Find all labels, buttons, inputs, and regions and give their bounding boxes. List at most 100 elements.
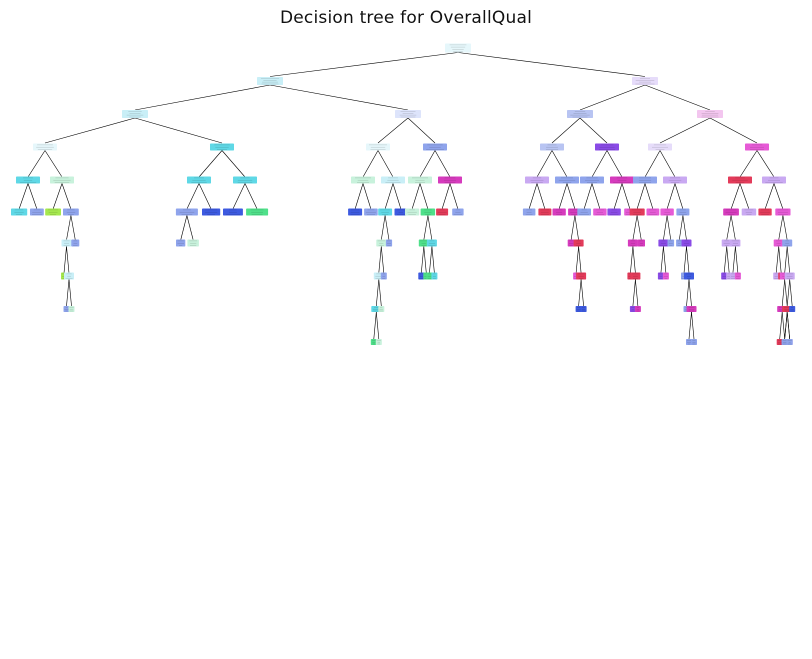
leaf-node [580, 306, 587, 312]
node-box [721, 239, 732, 247]
node-box [595, 143, 619, 151]
node-box [45, 208, 61, 216]
split-node [723, 208, 739, 216]
leaf-node [758, 208, 772, 216]
node-box [629, 306, 636, 312]
split-node [633, 176, 657, 184]
node-box [423, 143, 447, 151]
tree-edge [269, 52, 459, 77]
leaf-node [380, 272, 387, 280]
leaf-node [68, 306, 75, 312]
split-node [351, 176, 375, 184]
leaf-node [786, 339, 793, 345]
split-node [730, 239, 741, 247]
node-box [629, 208, 645, 216]
tree-edge [784, 311, 788, 340]
tree-edge [686, 279, 690, 307]
split-node [555, 176, 579, 184]
tree-edge [663, 215, 668, 241]
node-box [210, 143, 234, 151]
node-box [405, 208, 420, 216]
split-node [630, 272, 641, 280]
tree-edge [778, 246, 782, 274]
leaf-node [522, 208, 536, 216]
tree-edge [782, 215, 788, 241]
tree-edge [644, 183, 654, 210]
split-node [686, 306, 697, 312]
node-box [522, 208, 536, 216]
node-box [426, 272, 433, 280]
tree-edge [457, 52, 646, 77]
tree-edge [421, 246, 425, 274]
node-box [607, 208, 621, 216]
tree-edge [441, 183, 451, 210]
tree-edge [583, 183, 593, 210]
node-box [61, 239, 72, 247]
split-node [580, 176, 604, 184]
tree-edge [775, 246, 779, 274]
tree-edge [244, 183, 258, 210]
tree-edge [779, 311, 783, 340]
split-node [632, 77, 658, 85]
tree-edge [362, 150, 379, 178]
node-box [187, 239, 199, 247]
tree-edge [377, 150, 394, 178]
tree-edge [198, 183, 212, 210]
tree-edge [644, 150, 661, 178]
split-node [445, 43, 471, 53]
node-box [418, 272, 425, 280]
split-node [775, 208, 791, 216]
leaf-node [426, 272, 433, 280]
leaf-node [789, 306, 796, 312]
node-box [380, 272, 387, 280]
tree-edge [636, 183, 646, 210]
split-node [576, 272, 587, 280]
leaf-node [637, 239, 645, 247]
tree-edge [739, 150, 758, 178]
node-box [633, 176, 657, 184]
leaf-node [246, 208, 269, 216]
tree-edge [781, 311, 785, 340]
leaf-node [431, 272, 438, 280]
tree-edge [221, 150, 246, 178]
node-box [575, 306, 582, 312]
tree-edge [570, 215, 576, 241]
node-box [648, 143, 672, 151]
node-box [567, 239, 575, 247]
tree-edge [362, 183, 372, 210]
tree-edge [376, 279, 380, 307]
node-box [734, 272, 741, 280]
tree-edge [666, 183, 676, 210]
split-node [684, 272, 694, 280]
node-box [745, 143, 769, 151]
tree-edge [739, 183, 750, 210]
leaf-node [629, 306, 636, 312]
split-node [33, 143, 57, 151]
node-box [697, 110, 723, 118]
leaf-node [538, 208, 552, 216]
tree-edge [591, 183, 601, 210]
node-box [667, 239, 675, 247]
tree-edge [786, 311, 790, 340]
node-box [658, 239, 669, 247]
tree-edge [691, 311, 695, 340]
tree-edge [558, 183, 568, 210]
node-box [385, 239, 393, 247]
tree-edge [180, 215, 188, 241]
tree-edge [61, 183, 72, 210]
tree-edge [419, 183, 429, 210]
node-box [576, 272, 587, 280]
tree-edge [632, 246, 636, 274]
node-box [577, 208, 591, 216]
leaf-node [575, 306, 582, 312]
node-box [758, 208, 772, 216]
tree-edge [674, 183, 684, 210]
split-node [658, 239, 669, 247]
split-node [676, 208, 690, 216]
node-box [233, 176, 257, 184]
tree-edge [660, 246, 664, 274]
tree-edge [632, 279, 636, 307]
tree-edge [735, 246, 739, 274]
leaf-node [657, 272, 664, 280]
tree-edge [686, 246, 690, 274]
